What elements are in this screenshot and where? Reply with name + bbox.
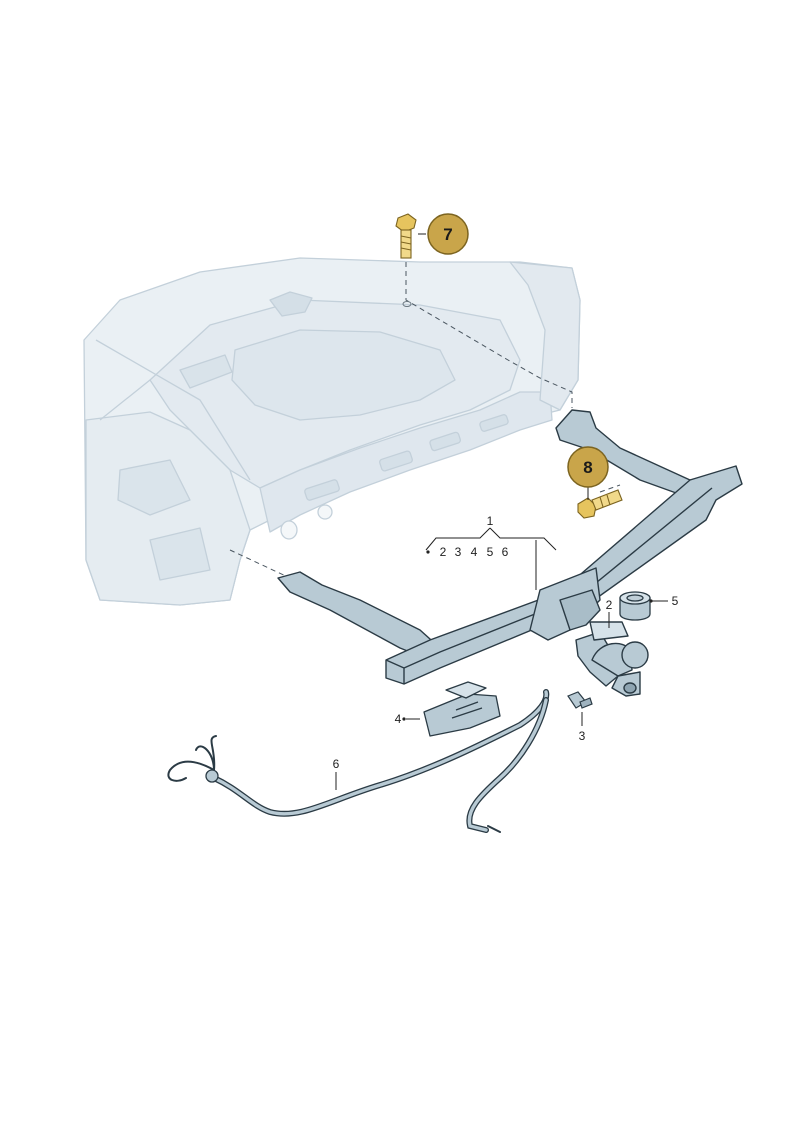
vehicle-rear-body bbox=[83, 257, 581, 606]
bolt-8-icon bbox=[577, 489, 623, 519]
leader-dot-5 bbox=[649, 599, 653, 603]
badge-8-label: 8 bbox=[583, 458, 592, 477]
group-bullet bbox=[426, 550, 430, 554]
tow-bar-crossmember bbox=[277, 409, 743, 685]
group-item-2: 2 bbox=[440, 545, 447, 559]
tow-ball-assembly bbox=[575, 621, 649, 697]
bolt-hole-marker bbox=[402, 301, 412, 307]
group-item-4: 4 bbox=[471, 545, 478, 559]
callout-5: 5 bbox=[672, 594, 679, 608]
bolt-7-icon bbox=[395, 213, 417, 259]
control-unit-part-4 bbox=[423, 681, 501, 737]
callout-3: 3 bbox=[579, 729, 586, 743]
callout-leaders bbox=[335, 233, 668, 790]
socket-part bbox=[619, 591, 651, 621]
group-item-6: 6 bbox=[502, 545, 509, 559]
leader-dot-4 bbox=[402, 717, 406, 721]
callout-badge-7: 7 bbox=[427, 213, 469, 255]
callout-4: 4 bbox=[395, 712, 402, 726]
callout-2: 2 bbox=[606, 598, 613, 612]
alignment-dash-lines bbox=[229, 262, 621, 579]
badge-7-label: 7 bbox=[443, 225, 452, 244]
wiring-harness-part-6 bbox=[167, 689, 550, 833]
group-item-3: 3 bbox=[455, 545, 462, 559]
callout-6: 6 bbox=[333, 757, 340, 771]
group-item-5: 5 bbox=[487, 545, 494, 559]
callout-badge-8: 8 bbox=[567, 446, 609, 488]
callout-1: 1 bbox=[487, 514, 494, 528]
screw-part-3 bbox=[567, 691, 593, 709]
